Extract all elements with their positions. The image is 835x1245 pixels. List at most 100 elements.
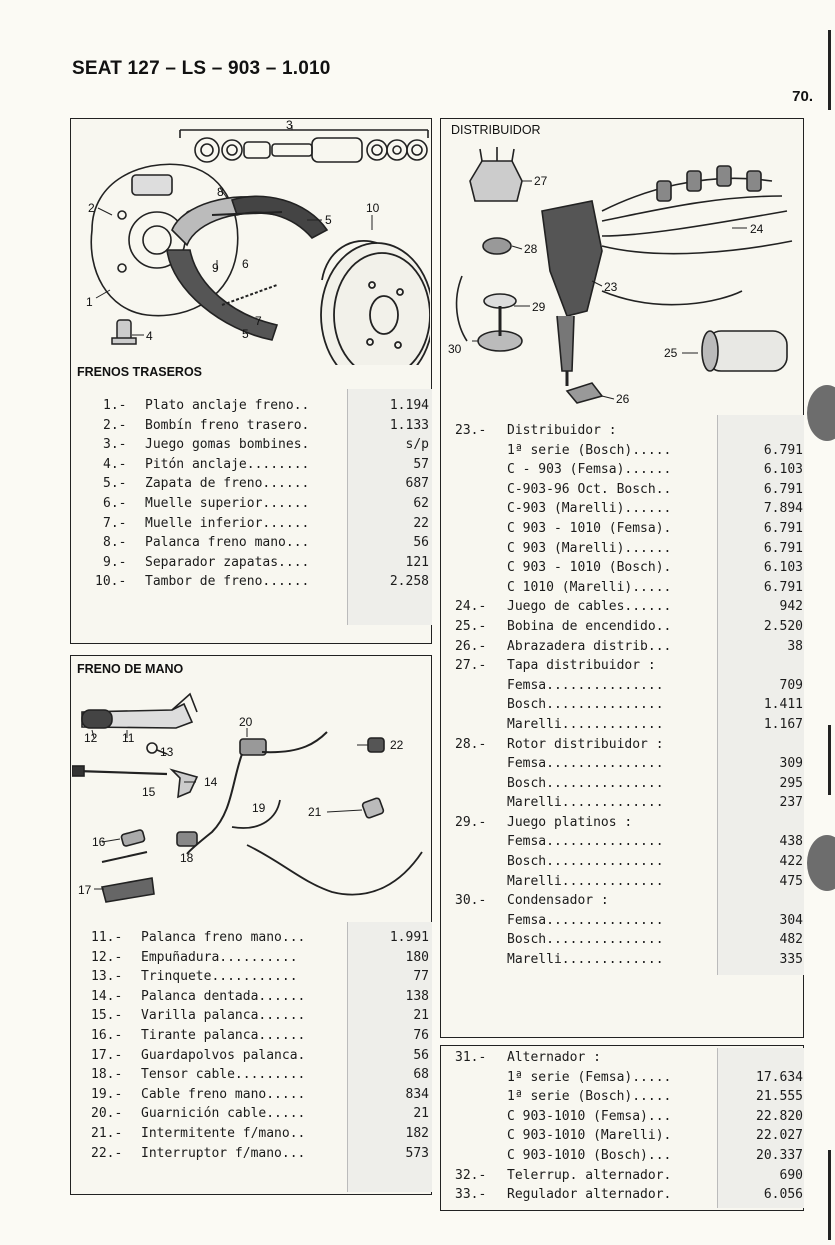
- list-item: 33.-Regulador alternador.6.056: [455, 1187, 803, 1203]
- callout-label: 5: [325, 213, 332, 227]
- callout-label: 11: [122, 731, 135, 745]
- callout-label: 26: [616, 392, 630, 406]
- rear-brakes-parts-list: 1.-Plato anclaje freno..1.194 2.-Bombín …: [85, 396, 429, 592]
- list-item: Bosch...............295: [507, 775, 803, 791]
- list-item: 28.-Rotor distribuidor :: [455, 736, 664, 752]
- callout-label: 9: [212, 261, 219, 275]
- list-item: 20.-Guarnición cable.....21: [91, 1106, 429, 1122]
- callout-label: 7: [255, 314, 262, 328]
- callout-label: 2: [88, 201, 95, 215]
- list-item: 2.-Bombín freno trasero.1.133: [103, 417, 429, 433]
- callout-label: 14: [204, 775, 218, 789]
- list-item: 24.-Juego de cables......942: [455, 599, 803, 615]
- panel-hand-brake: FRENO DE MANO: [70, 655, 432, 1195]
- list-item: 1.-Plato anclaje freno..1.194: [103, 398, 429, 413]
- callout-label: 3: [286, 120, 293, 132]
- list-item: 18.-Tensor cable.........68: [91, 1067, 429, 1083]
- callout-label: 5: [242, 327, 249, 341]
- list-item: 19.-Cable freno mano.....834: [91, 1086, 429, 1102]
- list-item: Femsa...............304: [507, 912, 803, 928]
- list-item: 32.-Telerrup. alternador.690: [455, 1167, 803, 1183]
- panel-title-rear-brakes: FRENOS TRASEROS: [77, 365, 203, 379]
- list-item: 1ª serie (Bosch).....6.791: [507, 442, 803, 458]
- list-item: Femsa...............309: [507, 756, 803, 772]
- list-item: 5.-Zapata de freno......687: [103, 476, 429, 492]
- alternator-parts-list: 31.-Alternador : 1ª serie (Femsa).....17…: [455, 1048, 803, 1205]
- list-item: C - 903 (Femsa)......6.103: [507, 462, 803, 478]
- distributor-diagram: 27 24 28 23 29 30 25 26: [448, 147, 793, 406]
- callout-label: 24: [750, 222, 764, 236]
- page-edge-line: [828, 30, 831, 110]
- list-item: 7.-Muelle inferior......22: [103, 515, 429, 531]
- list-item: 29.-Juego platinos :: [455, 814, 633, 830]
- list-item: C-903 (Marelli)......7.894: [507, 501, 803, 517]
- list-item: 26.-Abrazadera distrib...38: [455, 638, 803, 654]
- callout-label: 15: [142, 785, 156, 799]
- binder-hole: [807, 835, 835, 891]
- list-item: 6.-Muelle superior......62: [103, 495, 429, 511]
- panel-title-distributor: DISTRIBUIDOR: [451, 123, 541, 137]
- list-item: Bosch...............422: [507, 854, 803, 870]
- list-item: 14.-Palanca dentada......138: [91, 988, 429, 1004]
- list-item: 30.-Condensador :: [455, 893, 609, 909]
- callout-label: 17: [78, 883, 92, 897]
- list-item: C 903 - 1010 (Femsa).6.791: [507, 520, 803, 536]
- callout-label: 28: [524, 242, 538, 256]
- list-item: C 1010 (Marelli).....6.791: [507, 579, 803, 595]
- callout-label: 20: [239, 715, 253, 729]
- callout-label: 4: [146, 329, 153, 343]
- list-item: Bosch...............482: [507, 932, 803, 948]
- price-column-shade: [717, 1048, 804, 1208]
- list-item: 12.-Empuñadura..........180: [91, 949, 429, 965]
- rear-brake-diagram: 3 2 1 4 5 5 6 7 8 9 10: [86, 120, 430, 365]
- hand-brake-diagram: 12 11 20 13 22 14 15 21 19 16 18 17: [72, 692, 423, 903]
- list-item: C 903-1010 (Femsa)...22.820: [507, 1108, 803, 1124]
- list-item: 1ª serie (Femsa).....17.634: [507, 1069, 803, 1085]
- callout-label: 6: [242, 257, 249, 271]
- list-item: Bosch...............1.411: [507, 697, 803, 713]
- list-item: 17.-Guardapolvos palanca.56: [91, 1047, 429, 1063]
- list-item: 13.-Trinquete...........77: [91, 969, 429, 985]
- page-title: SEAT 127 – LS – 903 – 1.010: [72, 58, 331, 79]
- callout-label: 8: [217, 185, 224, 199]
- callout-label: 22: [390, 738, 404, 752]
- list-item: 27.-Tapa distribuidor :: [455, 658, 656, 674]
- callout-label: 25: [664, 346, 678, 360]
- callout-label: 12: [84, 731, 98, 745]
- list-item: C 903 - 1010 (Bosch).6.103: [507, 560, 803, 576]
- callout-label: 13: [160, 745, 174, 759]
- list-item: 9.-Separador zapatas....121: [103, 554, 429, 570]
- callout-label: 19: [252, 801, 266, 815]
- binder-hole: [807, 385, 835, 441]
- callout-label: 21: [308, 805, 322, 819]
- page-edge-line: [828, 1150, 831, 1240]
- list-item: C-903-96 Oct. Bosch..6.791: [507, 481, 803, 497]
- panel-rear-brakes: 3 2 1 4 5 5 6 7 8 9 10 FRENOS TRASEROS 1…: [70, 118, 432, 644]
- list-item: 16.-Tirante palanca......76: [91, 1027, 429, 1043]
- list-item: 15.-Varilla palanca......21: [91, 1008, 429, 1024]
- list-item: 1ª serie (Bosch).....21.555: [507, 1089, 803, 1105]
- callout-label: 18: [180, 851, 194, 865]
- price-column-shade: [717, 415, 804, 975]
- list-item: 11.-Palanca freno mano...1.991: [91, 930, 429, 945]
- list-item: 8.-Palanca freno mano...56: [103, 535, 429, 551]
- list-item: 4.-Pitón anclaje........57: [103, 456, 429, 472]
- callout-label: 1: [86, 295, 93, 309]
- list-item: Marelli.............237: [507, 795, 803, 811]
- page-edge-line: [828, 725, 831, 795]
- panel-title-hand-brake: FRENO DE MANO: [77, 662, 184, 676]
- callout-label: 23: [604, 280, 618, 294]
- price-column-shade: [347, 389, 432, 625]
- callout-label: 27: [534, 174, 548, 188]
- list-item: Marelli.............1.167: [507, 716, 803, 732]
- list-item: 31.-Alternador :: [455, 1050, 601, 1065]
- page-number: 70.: [792, 88, 813, 105]
- callout-label: 29: [532, 300, 546, 314]
- hand-brake-parts-list: 11.-Palanca freno mano...1.991 12.-Empuñ…: [85, 928, 429, 1163]
- distributor-parts-list: 23.-Distribuidor : 1ª serie (Bosch).....…: [455, 421, 803, 970]
- list-item: 25.-Bobina de encendido..2.520: [455, 618, 803, 634]
- list-item: 22.-Interruptor f/mano...573: [91, 1145, 429, 1161]
- list-item: C 903-1010 (Bosch)...20.337: [507, 1147, 803, 1163]
- list-item: 21.-Intermitente f/mano..182: [91, 1125, 429, 1141]
- callout-label: 16: [92, 835, 106, 849]
